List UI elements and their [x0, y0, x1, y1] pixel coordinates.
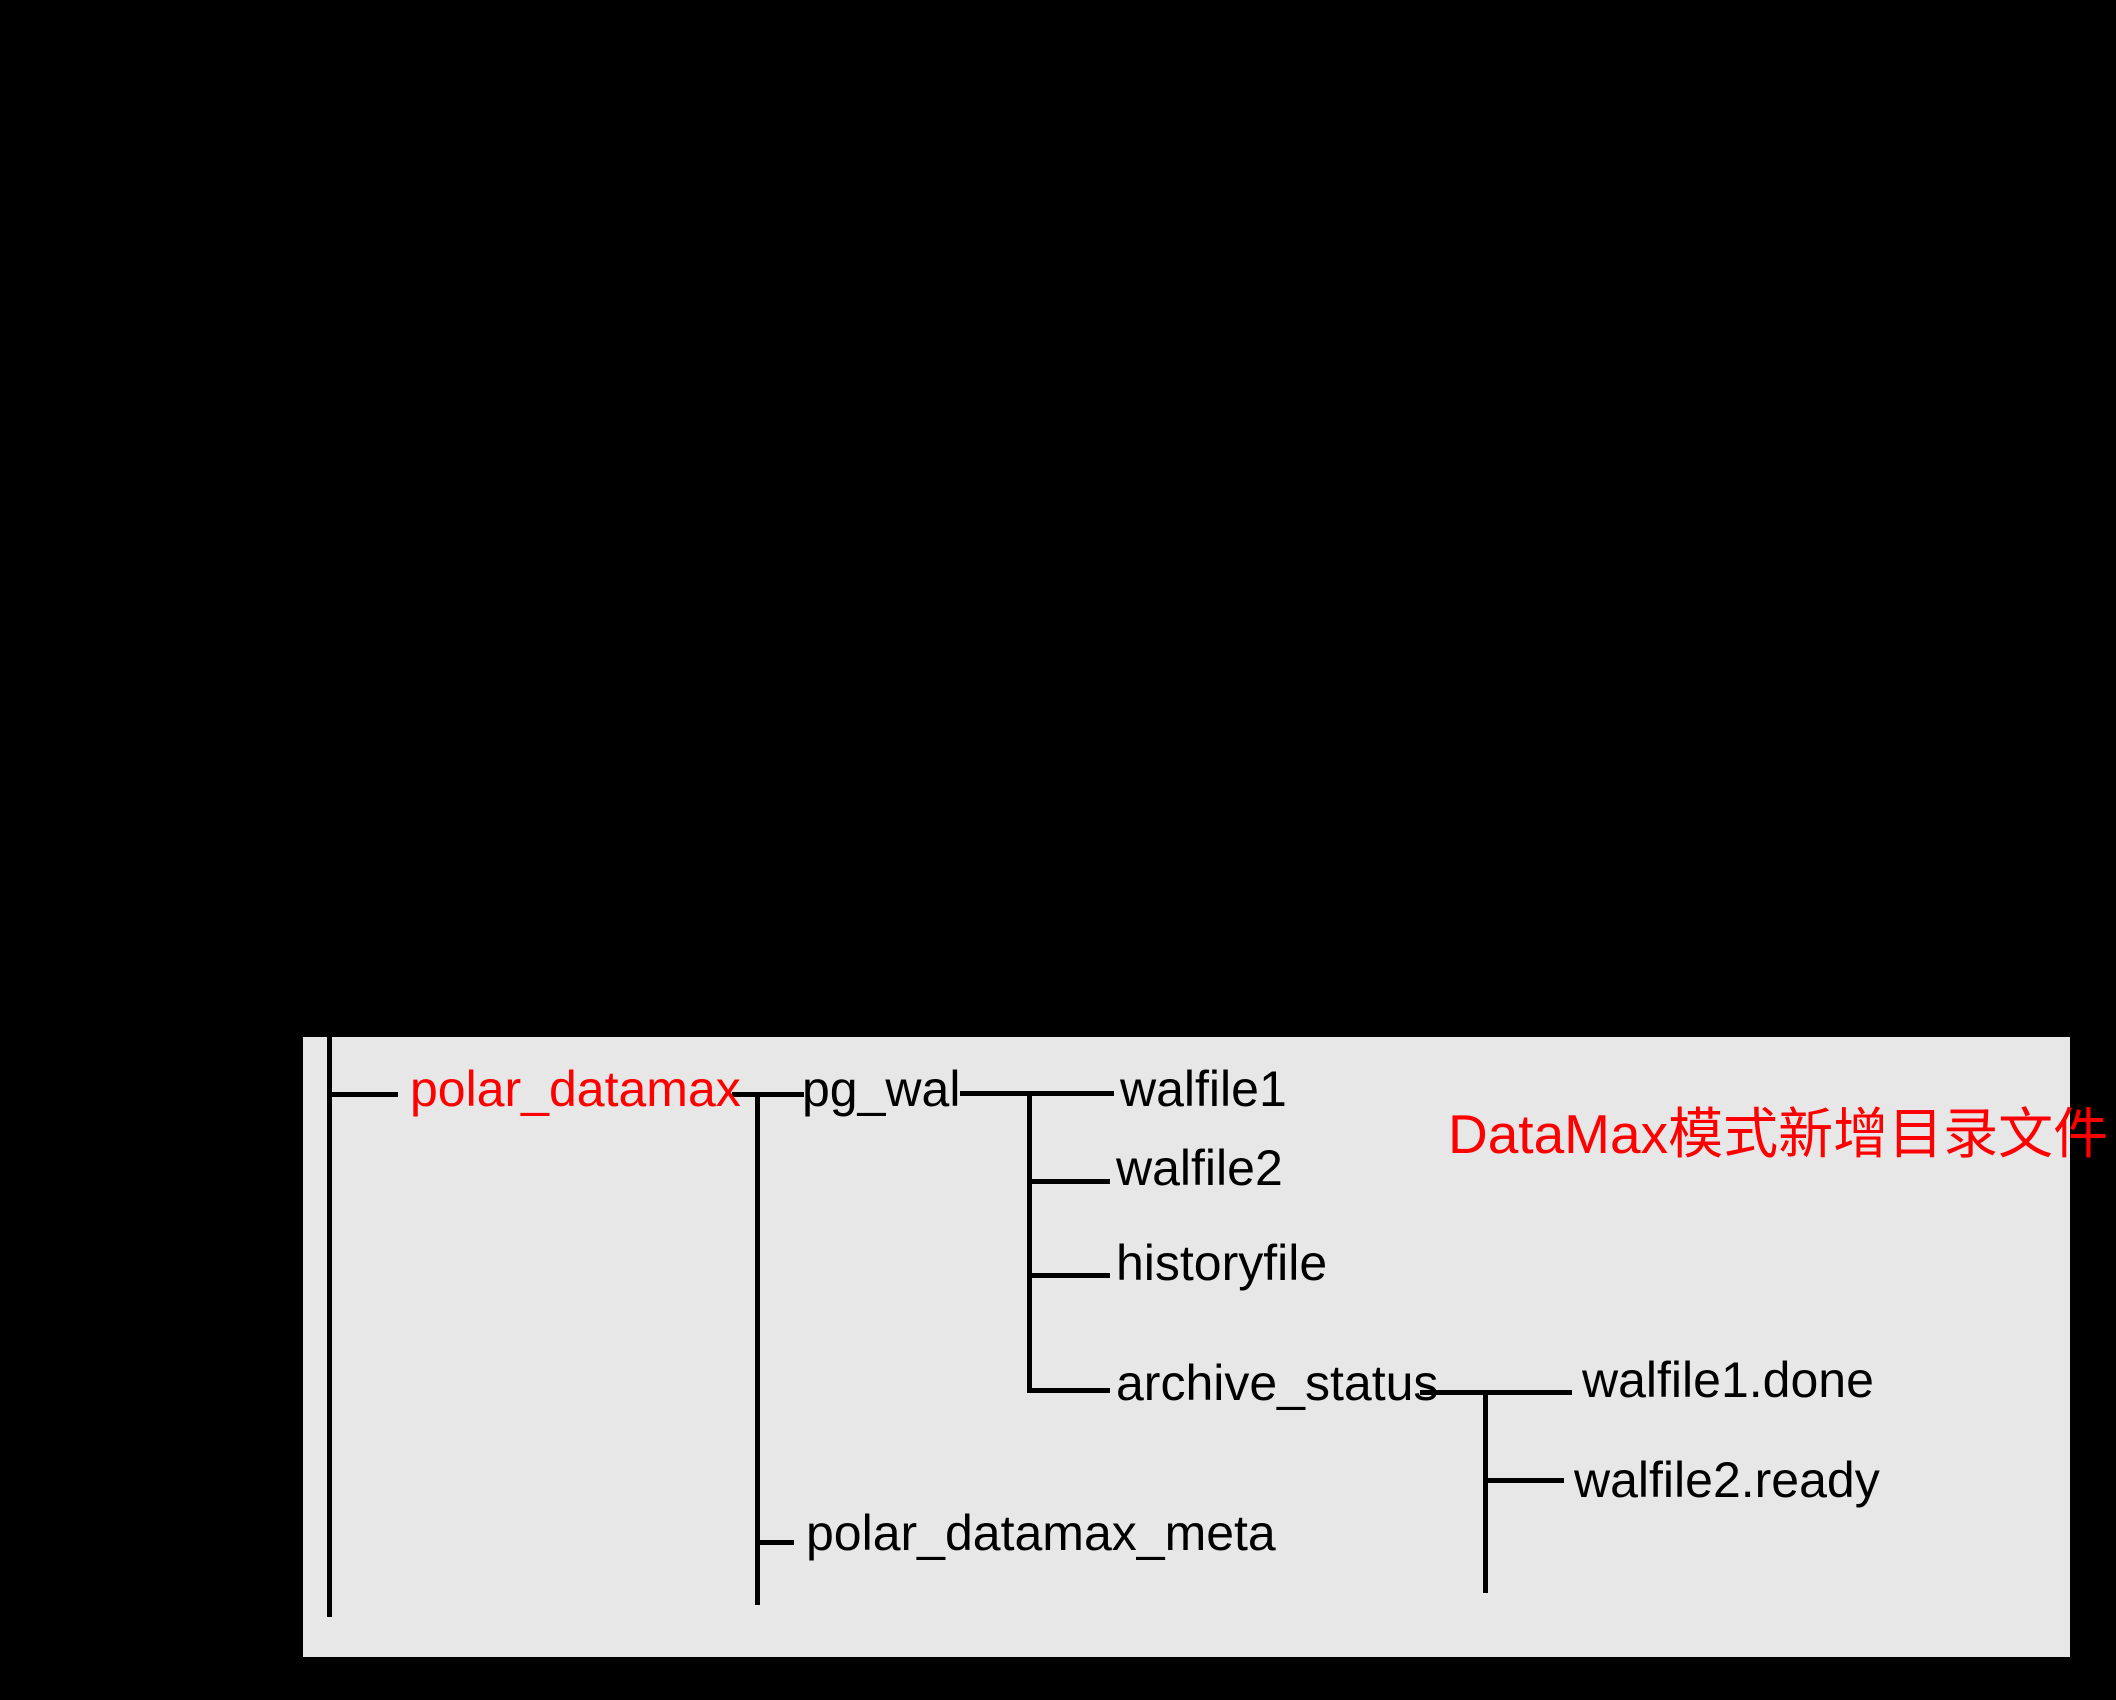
tree-node-walfile2-ready: walfile2.ready	[1574, 1452, 1880, 1508]
tree-node-polar-datamax-meta: polar_datamax_meta	[806, 1505, 1276, 1561]
tree-line-to-walfile2	[1030, 1179, 1110, 1184]
tree-line-pgwal-to-walfile1	[960, 1091, 1114, 1096]
tree-line-root-vertical	[755, 1092, 760, 1605]
tree-node-pg-wal: pg_wal	[802, 1061, 961, 1117]
tree-node-walfile2: walfile2	[1116, 1140, 1283, 1196]
tree-node-historyfile: historyfile	[1116, 1235, 1328, 1291]
tree-node-walfile1-done: walfile1.done	[1582, 1352, 1874, 1408]
tree-node-archive-status: archive_status	[1116, 1355, 1439, 1411]
tree-line-pgwal-children-vertical	[1027, 1091, 1032, 1393]
tree-line-archive-to-walfile1-done	[1420, 1390, 1572, 1395]
tree-line-to-archive-status	[1030, 1388, 1110, 1393]
tree-node-walfile1: walfile1	[1120, 1061, 1287, 1117]
directory-tree-panel	[303, 1037, 2070, 1657]
tree-line-trunk-to-root	[330, 1092, 398, 1097]
datamax-annotation-text: DataMax模式新增目录文件	[1448, 1103, 2109, 1165]
tree-node-polar-datamax: polar_datamax	[410, 1061, 741, 1117]
tree-line-archive-children-vertical	[1483, 1390, 1488, 1593]
tree-line-to-polar-datamax-meta	[758, 1540, 794, 1545]
tree-line-to-historyfile	[1030, 1273, 1110, 1278]
tree-line-root-to-pgwal	[732, 1092, 804, 1097]
tree-line-trunk-vertical	[327, 1037, 332, 1617]
tree-line-to-walfile2-ready	[1486, 1478, 1564, 1483]
